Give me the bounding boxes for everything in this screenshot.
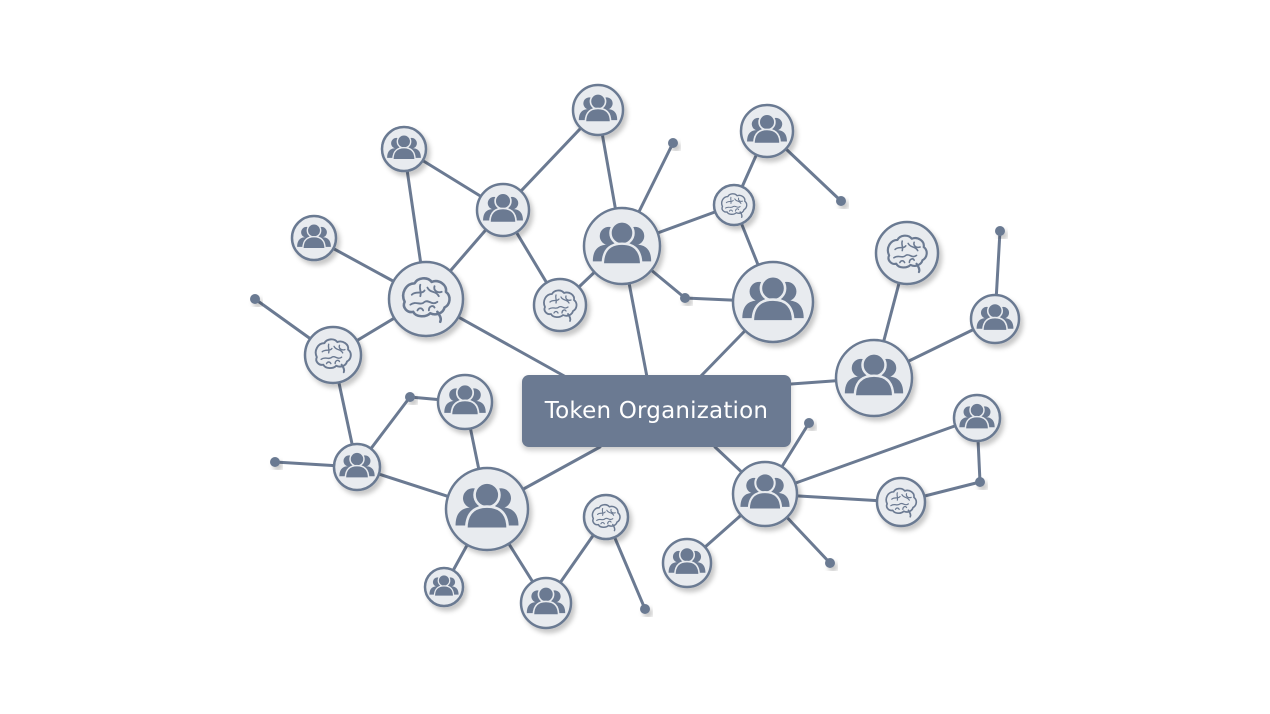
endpoint-dot bbox=[270, 457, 280, 467]
group-node bbox=[582, 206, 662, 286]
group-node bbox=[519, 576, 573, 630]
brain-node bbox=[874, 220, 940, 286]
token-organization-node: Token Organization bbox=[522, 375, 791, 447]
connector-line bbox=[763, 416, 979, 496]
group-node bbox=[475, 182, 531, 238]
group-node bbox=[731, 460, 799, 528]
endpoint-dot bbox=[804, 418, 814, 428]
brain-node bbox=[582, 493, 630, 541]
endpoint-dot bbox=[975, 477, 985, 487]
group-node bbox=[290, 214, 338, 262]
endpoint-dot bbox=[680, 293, 690, 303]
endpoint-dot bbox=[836, 196, 846, 206]
group-node bbox=[571, 83, 625, 137]
group-node bbox=[834, 338, 914, 418]
brain-node bbox=[387, 260, 465, 338]
token-organization-label: Token Organization bbox=[544, 398, 769, 424]
group-node bbox=[436, 373, 494, 431]
group-node bbox=[423, 566, 465, 608]
group-node bbox=[661, 537, 713, 589]
brain-node bbox=[532, 277, 588, 333]
endpoint-dot bbox=[825, 558, 835, 568]
group-node bbox=[731, 260, 815, 344]
group-node bbox=[332, 442, 382, 492]
endpoint-dot bbox=[640, 604, 650, 614]
group-node bbox=[969, 293, 1021, 345]
group-node bbox=[444, 466, 530, 552]
brain-node bbox=[875, 476, 927, 528]
group-node bbox=[952, 393, 1002, 443]
endpoint-dot bbox=[995, 226, 1005, 236]
group-node bbox=[380, 125, 428, 173]
endpoint-dot bbox=[668, 138, 678, 148]
endpoint-dot bbox=[405, 392, 415, 402]
endpoint-dot bbox=[250, 294, 260, 304]
brain-node bbox=[303, 325, 363, 385]
brain-node bbox=[712, 183, 756, 227]
group-node bbox=[739, 103, 795, 159]
